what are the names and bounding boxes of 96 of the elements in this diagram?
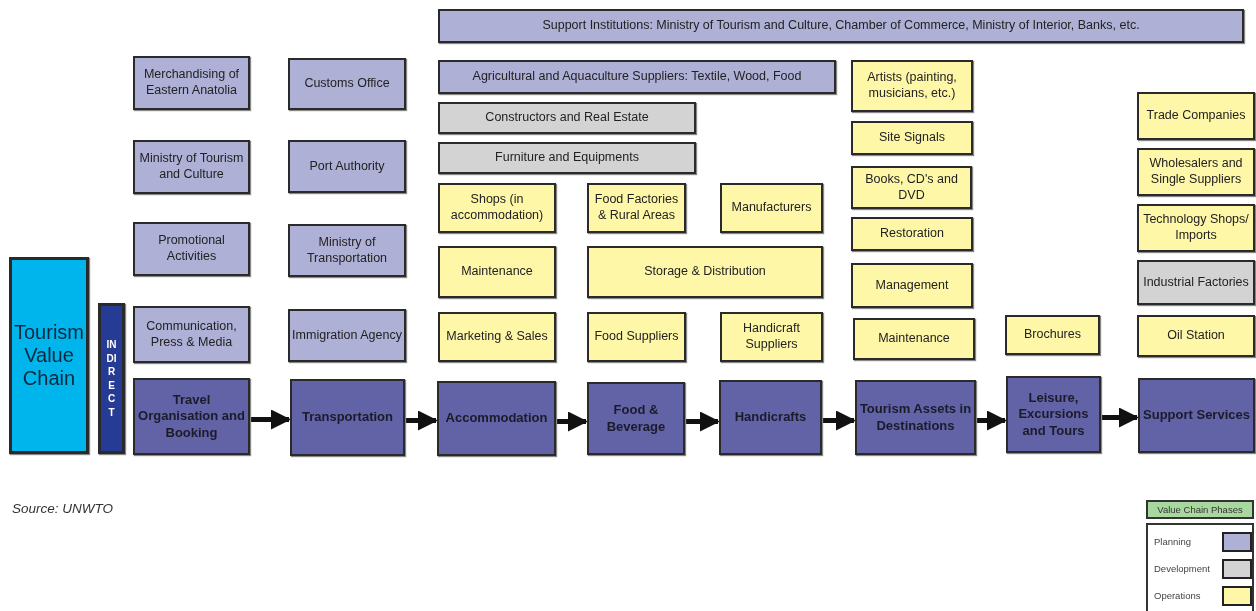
operations-box (438, 246, 556, 298)
operations-box (438, 183, 556, 233)
operations-box (438, 312, 556, 362)
arrow (976, 410, 1007, 431)
node-text: Food Suppliers (593, 329, 680, 345)
node-text: Management (874, 277, 950, 294)
development-box (438, 102, 696, 134)
node-text: INDIRECT (105, 338, 118, 419)
operations-box (1137, 148, 1255, 196)
source-note: Source: UNWTO (12, 501, 114, 516)
operations-box (587, 312, 686, 362)
phase-box (719, 380, 822, 455)
operations-box (720, 312, 823, 362)
node-text: Port Authority (308, 158, 386, 175)
planning-box (288, 140, 406, 193)
node-text: Ministry of Tourism and Culture (138, 151, 245, 183)
operations-box (1005, 315, 1100, 355)
node-text: Manufacturers (730, 200, 813, 216)
planning-box (288, 58, 406, 110)
planning-box (133, 222, 250, 276)
node-text: Tourism Assets in Destinations (858, 401, 973, 434)
node-text: Handicraft Suppliers (742, 321, 801, 353)
node-text: Site Signals (878, 130, 946, 146)
node-text: Travel Organisation and Booking (137, 392, 246, 441)
phase-box (855, 380, 976, 455)
legend-label: Development (1154, 563, 1210, 574)
arrow (405, 410, 438, 431)
arrow (1101, 407, 1139, 428)
node-text: Marketing & Sales (445, 329, 549, 345)
title-box (9, 257, 89, 454)
node-text: Food & Beverage (605, 402, 667, 435)
node-text: Technology Shops/ Imports (1142, 212, 1250, 244)
phase-box (437, 381, 556, 456)
node-text: Shops (in accommodation) (449, 192, 545, 224)
node-text: Artists (painting, musicians, etc.) (866, 70, 958, 102)
operations-box (587, 246, 823, 298)
node-text: Agricultural and Aquaculture Suppliers: Textile, Wood, Food (471, 69, 803, 85)
node-text: Restoration (879, 226, 945, 242)
arrow (822, 410, 856, 431)
planning-box (288, 309, 406, 362)
node-text: Customs Office (303, 76, 391, 92)
phase-box (133, 378, 250, 455)
node-text: Trade Companies (1145, 108, 1247, 124)
node-text: Food Factories & Rural Areas (593, 192, 680, 224)
planning-box (133, 140, 250, 194)
planning-box (133, 306, 250, 363)
planning-box (438, 60, 836, 94)
node-text: Support Institutions: Ministry of Tourism and Culture, Chamber of Commerce, Ministry of Interior, Banks, etc. (541, 18, 1141, 34)
arrow (556, 411, 588, 432)
operations-box (851, 60, 973, 112)
node-text: Storage & Distribution (643, 264, 767, 280)
node-text: Accommodation (444, 410, 549, 427)
node-text: Tourism Value Chain (13, 321, 85, 390)
development-box (1137, 260, 1255, 305)
operations-box (853, 318, 975, 360)
operations-box (1137, 315, 1255, 357)
planning-box (438, 9, 1244, 43)
operations-box (1137, 92, 1255, 140)
legend-title: Value Chain Phases (1146, 500, 1254, 519)
operations-box (720, 183, 823, 233)
operations-box (851, 121, 973, 155)
arrow (685, 411, 720, 432)
node-text: Maintenance (460, 264, 534, 280)
phase-box (587, 382, 685, 455)
node-text: Ministry of Transportation (305, 234, 389, 267)
node-text: Support Services (1142, 407, 1251, 424)
node-text: Promotional Activities (157, 233, 226, 265)
node-text: Books, CD's and DVD (864, 171, 959, 204)
development-box (438, 142, 696, 174)
node-text: Furniture and Equipments (494, 150, 640, 166)
phase-box (1138, 378, 1255, 453)
node-text: Industrial Factories (1142, 274, 1250, 291)
node-text: Merchandising of Eastern Anatolia (142, 67, 241, 99)
node-text: Communication, Press & Media (145, 318, 238, 351)
node-text: Leisure, Excursions and Tours (1017, 390, 1090, 439)
arrow (250, 409, 291, 430)
node-text: Constructors and Real Estate (484, 110, 650, 126)
node-text: Maintenance (877, 331, 951, 347)
planning-box (288, 224, 406, 277)
operations-box (851, 263, 973, 308)
node-text: Oil Station (1166, 328, 1226, 344)
phase-box (1006, 376, 1101, 453)
planning-box (133, 56, 250, 110)
legend-label: Planning (1154, 536, 1191, 547)
node-text: Brochures (1023, 327, 1082, 343)
operations-box (851, 166, 972, 209)
node-text: Transportation (301, 409, 394, 426)
operations-box (587, 183, 686, 233)
operations-box (1137, 204, 1255, 252)
node-text: Wholesalers and Single Suppliers (1148, 156, 1244, 188)
node-text: Handicrafts (733, 409, 808, 426)
phase-box (290, 379, 405, 456)
category-bar (98, 303, 125, 454)
operations-box (851, 217, 973, 251)
legend-label: Operations (1154, 590, 1201, 601)
node-text: Immigration Agency (291, 327, 403, 344)
